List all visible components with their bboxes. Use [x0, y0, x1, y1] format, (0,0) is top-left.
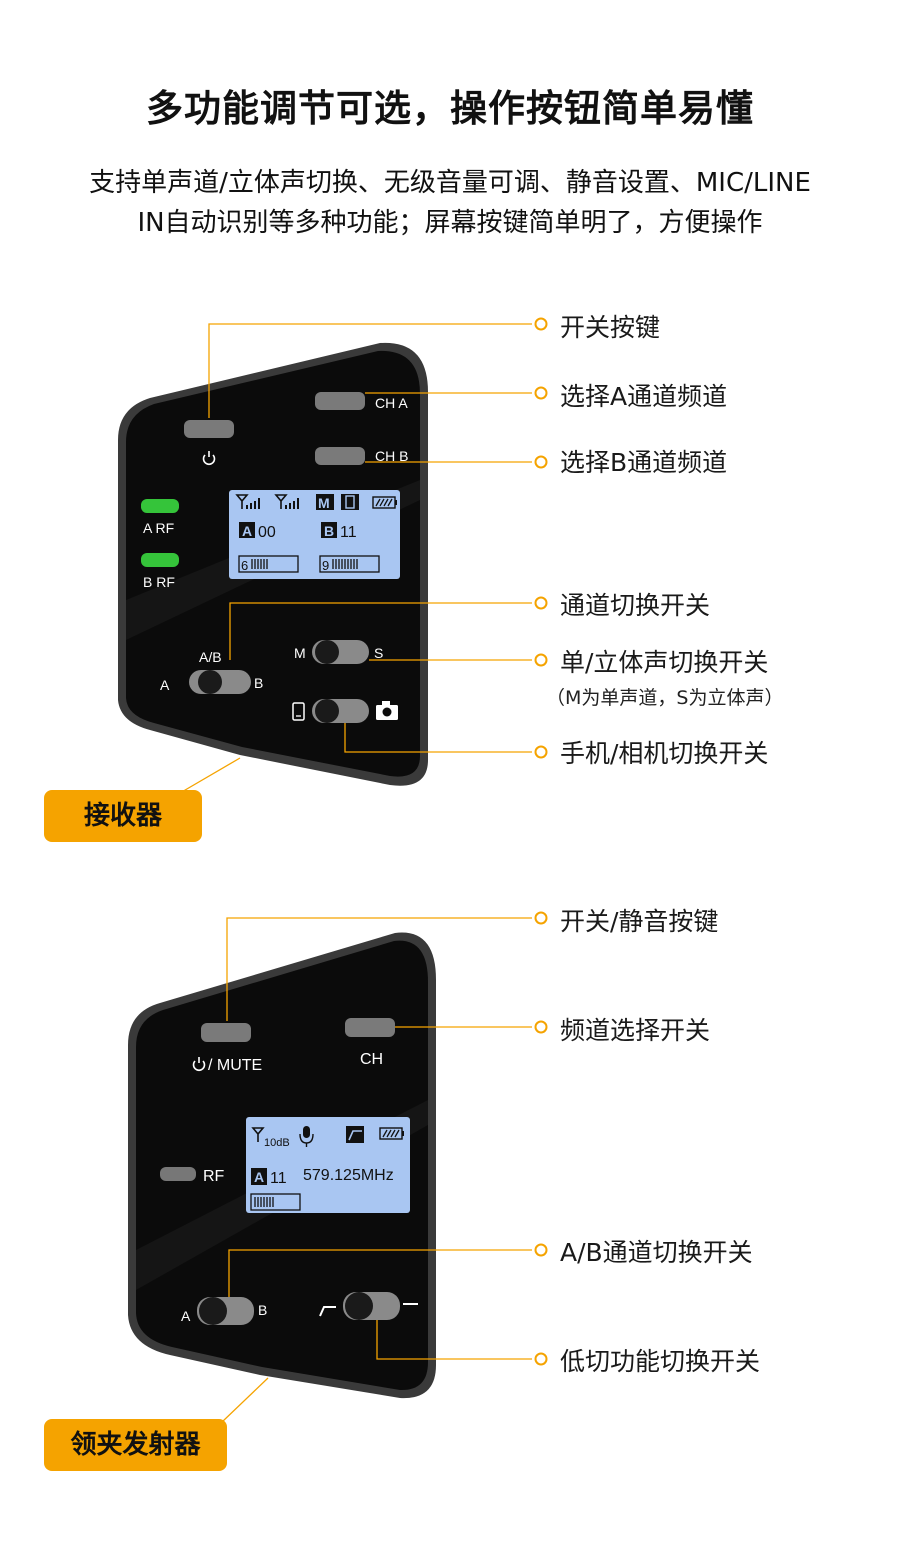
dot-power-mute: [534, 911, 548, 925]
receiver-lcd: [229, 490, 400, 579]
transmitter-rf-led: [160, 1167, 196, 1181]
callout-channel-switch: 通道切换开关: [560, 591, 711, 620]
rf-label: RF: [203, 1168, 225, 1185]
battery-icon: [379, 1127, 404, 1140]
low-cut-icon: [346, 1126, 364, 1143]
b-rf-label: B RF: [143, 574, 175, 590]
dot-channel-select: [534, 1020, 548, 1034]
level-meter-a: [238, 555, 299, 573]
lcd-mode-letter: M: [318, 495, 330, 511]
receiver-badge: 接收器: [44, 790, 202, 842]
dot-phone-camera: [534, 745, 548, 759]
power-mute-button[interactable]: [201, 1023, 251, 1042]
callout-mono-stereo: 单/立体声切换开关: [560, 648, 769, 677]
switch-a-label: A: [160, 677, 170, 693]
phone-icon: [292, 702, 305, 721]
dot-mono-stereo: [534, 653, 548, 667]
callout-ab-switch: A/B通道切换开关: [560, 1238, 753, 1267]
callout-channel-select: 频道选择开关: [560, 1016, 711, 1045]
signal-a-icon: [235, 494, 260, 509]
dot-power: [534, 317, 548, 331]
signal-icon: [251, 1127, 265, 1142]
level-meter: [250, 1193, 301, 1211]
subtitle-line-2: IN自动识别等多种功能；屏幕按键简单明了，方便操作: [137, 208, 763, 238]
ch-b-label: CH B: [375, 448, 408, 464]
ch-label: CH: [360, 1051, 383, 1068]
microphone-icon: [299, 1126, 314, 1147]
power-mute-label: / MUTE: [208, 1057, 262, 1074]
dot-ab-switch: [534, 1243, 548, 1257]
callout-power: 开关按键: [560, 313, 661, 342]
switch-b-label: B: [254, 675, 263, 691]
low-cut-on-icon: [319, 1306, 336, 1317]
stereo-label: S: [374, 645, 383, 661]
camera-icon: [376, 701, 398, 720]
ch-b-button[interactable]: [315, 447, 365, 465]
signal-b-icon: [274, 494, 299, 509]
receiver-power-button[interactable]: [184, 420, 234, 438]
callout-phone-camera: 手机/相机切换开关: [560, 739, 769, 768]
power-icon: [202, 451, 216, 466]
a-rf-label: A RF: [143, 520, 174, 536]
dot-select-a: [534, 386, 548, 400]
callout-low-cut: 低切功能切换开关: [560, 1347, 761, 1376]
ab-switch-label: A/B: [199, 649, 222, 665]
mono-label: M: [294, 645, 306, 661]
lcd-ch-b-value: 11: [340, 524, 357, 541]
channel-select-button[interactable]: [345, 1018, 395, 1037]
lcd-level-a: 6: [241, 558, 248, 573]
b-rf-led: [141, 553, 179, 567]
level-meter-b: [319, 555, 380, 573]
callout-mono-stereo-note: （M为单声道，S为立体声）: [546, 687, 784, 709]
dot-channel-switch: [534, 596, 548, 610]
transmitter-lcd: [246, 1117, 410, 1213]
subtitle-line-1: 支持单声道/立体声切换、无级音量可调、静音设置、MIC/LINE: [89, 168, 811, 198]
callout-select-a: 选择A通道频道: [560, 382, 728, 411]
callout-select-b: 选择B通道频道: [560, 448, 728, 477]
lcd-ch-a-tag: A: [242, 523, 252, 539]
lcd-level-b: 9: [322, 558, 329, 573]
ch-a-label: CH A: [375, 395, 408, 411]
tx-switch-b-label: B: [258, 1302, 267, 1318]
battery-icon: [372, 496, 397, 509]
lcd-ch-b-tag: B: [324, 523, 334, 539]
lcd-ch-tag: A: [254, 1169, 264, 1185]
lcd-ch-value: 11: [270, 1170, 287, 1187]
page-title: 多功能调节可选，操作按钮简单易懂: [146, 87, 754, 130]
dot-select-b: [534, 455, 548, 469]
lcd-frequency: 579.125MHz: [303, 1167, 394, 1184]
lcd-ch-a-value: 00: [258, 524, 276, 541]
callout-power-mute: 开关/静音按键: [560, 907, 719, 936]
a-rf-led: [141, 499, 179, 513]
power-icon: [192, 1057, 206, 1072]
tx-switch-a-label: A: [181, 1308, 191, 1324]
dot-low-cut: [534, 1352, 548, 1366]
lcd-gain: 10dB: [264, 1137, 290, 1149]
transmitter-badge: 领夹发射器: [44, 1419, 227, 1471]
ch-a-button[interactable]: [315, 392, 365, 410]
phone-mode-icon: [341, 494, 359, 510]
